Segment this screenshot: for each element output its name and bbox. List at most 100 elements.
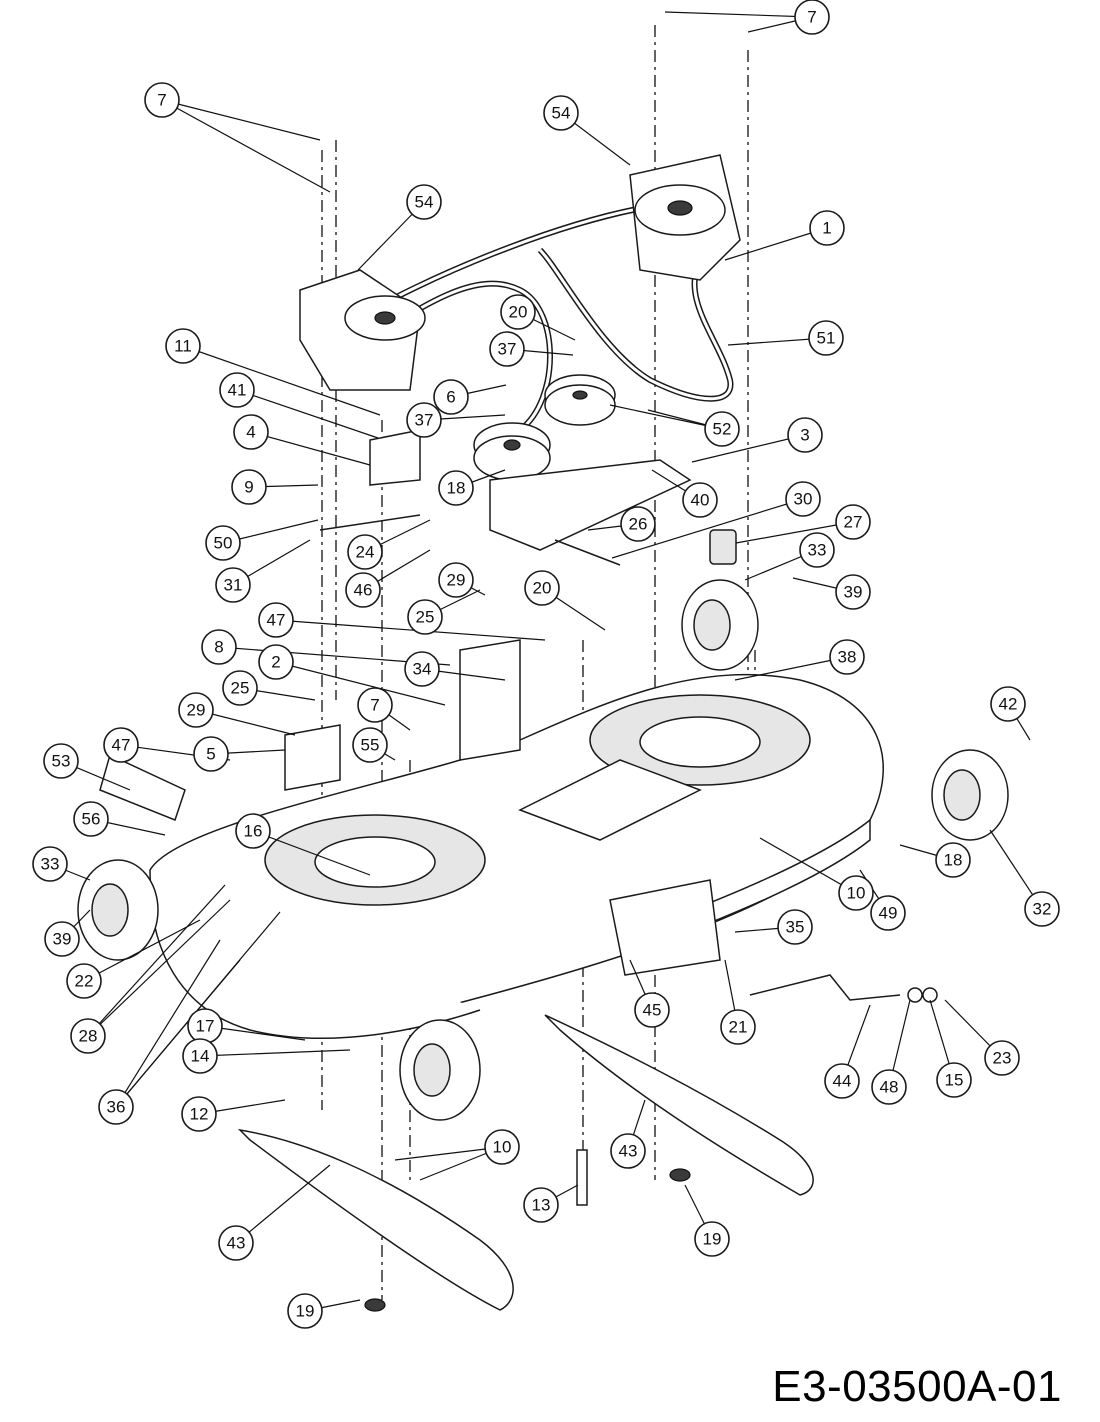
mower-deck: [149, 673, 884, 1040]
spindle-bolt: [576, 1149, 588, 1206]
callout-20: 20: [524, 570, 560, 606]
callout-circle: [357, 687, 393, 723]
callout-54: 54: [543, 95, 579, 131]
callout-label: 52: [713, 420, 732, 439]
wheel-left: [77, 859, 159, 961]
callout-circle: [484, 1129, 520, 1165]
callout-circle: [201, 629, 237, 665]
drive-belts: [353, 201, 734, 433]
callout-label: 46: [354, 581, 373, 600]
callout-50: 50: [205, 525, 241, 561]
callout-circle: [808, 320, 844, 356]
callout-label: 2: [271, 653, 280, 672]
callout-46: 46: [345, 572, 381, 608]
callout-13: 13: [523, 1187, 559, 1223]
callout-label: 19: [296, 1302, 315, 1321]
callout-label: 40: [691, 491, 710, 510]
callout-circle: [704, 411, 740, 447]
callout-circle: [144, 82, 180, 118]
callout-circle: [438, 470, 474, 506]
callout-label: 5: [206, 745, 215, 764]
callout-circle: [787, 417, 823, 453]
callout-label: 31: [224, 576, 243, 595]
callout-circle: [44, 921, 80, 957]
callout-label: 25: [416, 608, 435, 627]
callout-35: 35: [777, 909, 813, 945]
callout-29: 29: [178, 692, 214, 728]
callout-leader: [609, 404, 723, 430]
callout-4: 4: [233, 414, 269, 450]
callout-leader: [115, 939, 221, 1108]
callout-leader: [724, 227, 828, 261]
springs: [319, 514, 737, 566]
callout-label: 47: [112, 736, 131, 755]
callout-label: 25: [231, 679, 250, 698]
callout-label: 47: [267, 611, 286, 630]
callout-circle: [935, 842, 971, 878]
callout-leader: [275, 619, 546, 641]
callout-41: 41: [219, 372, 255, 408]
callout-label: 36: [107, 1098, 126, 1117]
callout-circle: [694, 1221, 730, 1257]
callout-circle: [543, 95, 579, 131]
callout-label: 49: [879, 904, 898, 923]
callout-circle: [103, 727, 139, 763]
callout-label: 55: [361, 736, 380, 755]
callout-label: 50: [214, 534, 233, 553]
callout-38: 38: [829, 639, 865, 675]
callout-label: 32: [1033, 900, 1052, 919]
callout-25: 25: [222, 670, 258, 706]
callout-label: 39: [53, 930, 72, 949]
callout-27: 27: [835, 504, 871, 540]
callout-1: 1: [809, 210, 845, 246]
callout-10: 10: [484, 1129, 520, 1165]
callout-circle: [406, 402, 442, 438]
callout-circle: [794, 0, 830, 35]
callout-label: 39: [844, 583, 863, 602]
callout-label: 10: [493, 1138, 512, 1157]
callout-52: 52: [704, 411, 740, 447]
callout-label: 43: [619, 1142, 638, 1161]
wheel-front: [399, 1019, 481, 1121]
callout-circle: [799, 532, 835, 568]
callout-26: 26: [620, 506, 656, 542]
callout-circle: [215, 567, 251, 603]
callout-circle: [838, 875, 874, 911]
callout-circle: [233, 414, 269, 450]
callout-39: 39: [44, 921, 80, 957]
callout-label: 24: [356, 543, 375, 562]
callout-leader: [236, 389, 379, 439]
callout-circle: [43, 743, 79, 779]
callout-label: 15: [945, 1071, 964, 1090]
callout-leader: [611, 498, 804, 559]
callout-circle: [777, 909, 813, 945]
brackets: [99, 429, 721, 976]
callout-leader: [759, 837, 857, 894]
callout-label: 27: [844, 513, 863, 532]
callout-47: 47: [103, 727, 139, 763]
callout-56: 56: [73, 801, 109, 837]
callout-7: 7: [144, 82, 180, 118]
callout-circle: [165, 328, 201, 364]
callout-9: 9: [231, 469, 267, 505]
callout-circle: [73, 801, 109, 837]
callout-circle: [682, 482, 718, 518]
callout-28: 28: [70, 1018, 106, 1054]
callout-label: 26: [629, 515, 648, 534]
callout-label: 37: [415, 411, 434, 430]
callout-label: 7: [370, 696, 379, 715]
callout-54: 54: [406, 184, 442, 220]
callout-leader: [691, 434, 806, 463]
callout-circle: [835, 504, 871, 540]
callout-leader: [664, 11, 813, 18]
callout-label: 51: [817, 329, 836, 348]
height-adjust-rod: [749, 974, 938, 1003]
callout-43: 43: [218, 1225, 254, 1261]
callout-circle: [523, 1187, 559, 1223]
callout-25: 25: [407, 599, 443, 635]
callout-circle: [70, 1018, 106, 1054]
callout-label: 28: [79, 1027, 98, 1046]
callout-circle: [407, 599, 443, 635]
callout-circle: [193, 736, 229, 772]
